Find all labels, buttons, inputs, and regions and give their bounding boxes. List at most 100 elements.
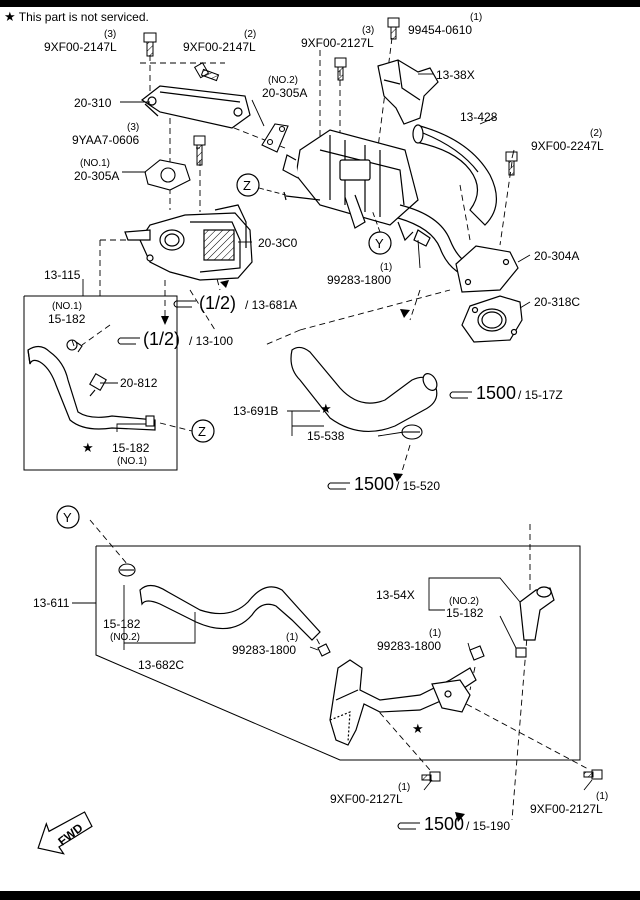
ref-13-681a-text: / 13-681A: [245, 298, 297, 312]
clamp-15-182-no2-a: [118, 563, 136, 577]
bolt-9xf00-2127l-3: [334, 57, 347, 81]
bolt-9xf00-2127l-lower-left: [421, 771, 441, 782]
hose-13-428: [412, 124, 497, 226]
label-9xf00-2247l: 9XF00-2247L: [531, 139, 604, 153]
label-13-691b: 13-691B: [233, 404, 278, 418]
ref-15-190-text: / 15-190: [466, 819, 510, 833]
label-13-428: 13-428: [460, 110, 498, 124]
star-marker-water-pipe: ★: [412, 721, 424, 736]
label-15-182-no2-left: 15-182: [103, 617, 141, 631]
arrowheads: [161, 280, 465, 822]
label-20-305a-no1: 20-305A: [74, 169, 119, 183]
qty-15-182-no1-a: (NO.1): [52, 301, 82, 312]
label-9xf00-2147l-2: 9XF00-2147L: [183, 40, 256, 54]
label-15-182-no2-right: 15-182: [446, 606, 484, 620]
ref-15-17z-num: 1500: [476, 383, 516, 403]
label-9xf00-2127l-3: 9XF00-2127L: [301, 36, 374, 50]
bolt-9xf00-2147l-3: [143, 32, 157, 57]
qty-15-182-no1-b: (NO.1): [117, 456, 147, 467]
qty-20-305a-no2: (NO.2): [268, 75, 298, 86]
ref-13-100-text: / 13-100: [189, 334, 233, 348]
reference-callouts: (1/2) / 13-681A (1/2) / 13-100 1500 / 15…: [143, 293, 563, 834]
label-9yaa7-0606: 9YAA7-0606: [72, 133, 139, 147]
leader-lines: [71, 73, 593, 791]
note-text: This part is not serviced.: [18, 10, 149, 24]
ref-15-17z-text: / 15-17Z: [518, 388, 563, 402]
marker-z-top: Z: [236, 173, 287, 197]
label-13-115: 13-115: [44, 268, 81, 282]
water-pipe-group-box: [95, 545, 581, 761]
clamp-15-182-no1-a: [66, 339, 83, 353]
hose-group-box: [23, 295, 178, 471]
gasket-20-305a-no1: [144, 159, 191, 191]
marker-y-top: Y: [368, 209, 392, 255]
gasket-20-318c: [461, 295, 523, 343]
top-border-bar: [0, 0, 640, 7]
qty-9yaa7-0606: (3): [127, 122, 139, 133]
part-labels: (3) 9XF00-2147L (2) 9XF00-2147L (3) 9XF0…: [33, 12, 608, 816]
qty-9xf00-2127l-3: (3): [362, 25, 374, 36]
marker-z-top-text: Z: [243, 178, 251, 193]
label-15-538: 15-538: [307, 429, 345, 443]
label-20-305a-no2: 20-305A: [262, 86, 307, 100]
marker-z-box: Z: [191, 419, 215, 443]
qty-99283-1800-right: (1): [429, 628, 441, 639]
clamp-99283-1800-b: [469, 645, 485, 661]
label-20-318c: 20-318C: [534, 295, 580, 309]
star-marker-13-115: ★: [82, 440, 94, 455]
star-marker-13-691b: ★: [320, 401, 332, 416]
qty-9xf00-2247l: (2): [590, 128, 602, 139]
hose-13-691b: [290, 346, 438, 432]
bolt-9xf00-2147l-2: [193, 62, 220, 82]
qty-9xf00-2127l-lower-left: (1): [398, 782, 410, 793]
ref-hand-icons: [117, 300, 472, 830]
ref-15-190-num: 1500: [424, 814, 464, 834]
label-13-54x: 13-54X: [376, 588, 415, 602]
clamp-15-538: [401, 424, 423, 440]
hose-13-54x: [519, 586, 555, 641]
qty-99283-1800-left: (1): [286, 632, 298, 643]
not-serviced-note: ★ This part is not serviced.: [4, 9, 149, 25]
label-99283-1800-right: 99283-1800: [377, 639, 441, 653]
bottom-border-bar: [0, 891, 640, 900]
label-20-310: 20-310: [74, 96, 112, 110]
qty-99283-1800-top: (1): [380, 262, 392, 273]
water-pipe-assembly: [329, 659, 477, 746]
label-13-38x: 13-38X: [436, 68, 475, 82]
qty-9xf00-2127l-lower-right: (1): [596, 791, 608, 802]
fwd-arrow-icon: FWD: [37, 811, 93, 855]
ref-13-100-num: (1/2): [143, 329, 180, 349]
star-icon: ★: [4, 9, 16, 24]
label-9xf00-2127l-lower-left: 9XF00-2127L: [330, 792, 403, 806]
label-13-611: 13-611: [33, 596, 70, 610]
qty-15-182-no2-right: (NO.2): [449, 596, 479, 607]
clamp-15-182-no1-b: [145, 415, 155, 427]
marker-y-lower: Y: [56, 505, 80, 529]
bolt-9yaa7-0606: [193, 135, 206, 166]
pipe-20-310: [140, 85, 251, 129]
qty-9xf00-2147l-3: (3): [104, 29, 116, 40]
hose-13-682c: [139, 584, 321, 641]
label-15-182-no1-b: 15-182: [112, 441, 150, 455]
ref-13-681a-num: (1/2): [199, 293, 236, 313]
label-15-182-no1-a: 15-182: [48, 312, 86, 326]
qty-15-182-no2-left: (NO.2): [110, 632, 140, 643]
hose-13-115: [27, 345, 156, 431]
label-99454-0610: 99454-0610: [408, 23, 472, 37]
label-13-682c: 13-682C: [138, 658, 184, 672]
label-20-3c0: 20-3C0: [258, 236, 298, 250]
bolt-99454-0610: [387, 17, 400, 40]
clamp-15-182-no2-b: [515, 647, 527, 658]
marker-z-box-text: Z: [198, 424, 206, 439]
connector-20-812: [89, 373, 107, 397]
label-99283-1800-left: 99283-1800: [232, 643, 296, 657]
clamp-99283-1800-a: [317, 643, 331, 657]
bolt-9xf00-2247l: [505, 151, 518, 176]
egr-valve-20-3c0: [124, 204, 253, 281]
ref-15-520-text: / 15-520: [396, 479, 440, 493]
qty-9xf00-2147l-2: (2): [244, 29, 256, 40]
label-9xf00-2127l-lower-right: 9XF00-2127L: [530, 802, 603, 816]
ref-15-520-num: 1500: [354, 474, 394, 494]
marker-y-lower-text: Y: [63, 510, 72, 525]
